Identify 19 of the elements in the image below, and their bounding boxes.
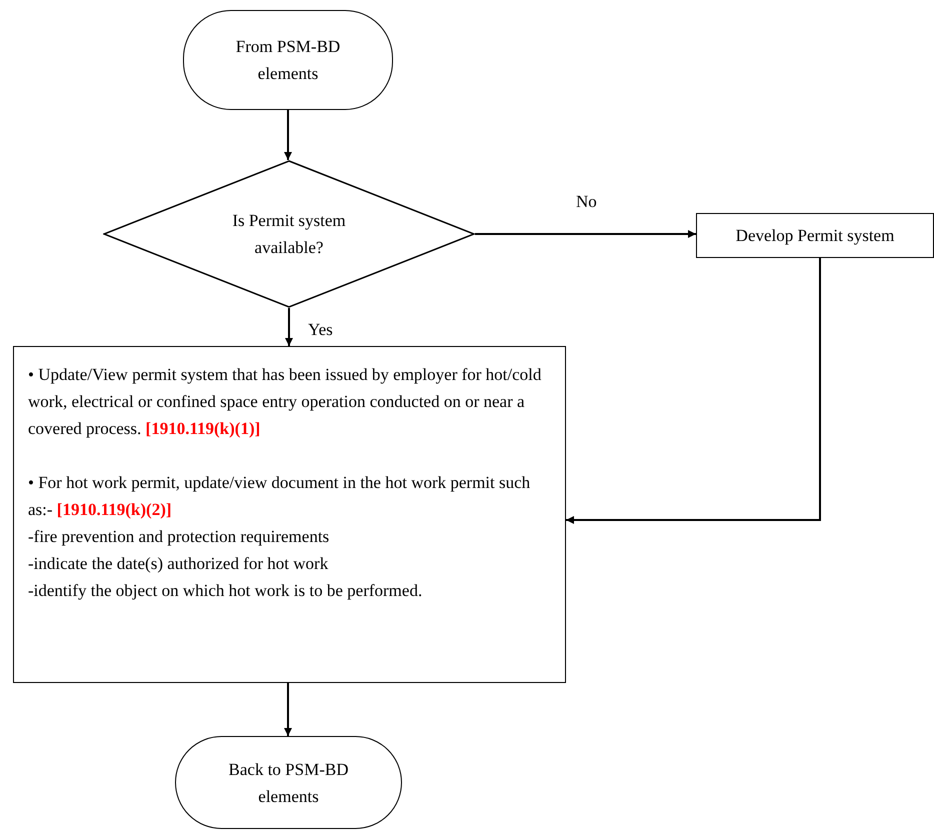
process-box (696, 213, 934, 258)
process-box (13, 346, 566, 683)
node-text: From PSM-BD elements (234, 36, 342, 85)
decision-diamond (103, 160, 475, 308)
arrow (475, 230, 696, 238)
node-text: • For hot work permit, update/view document in the hot work permit such as:- [1910.119(k)(2)] (28, 472, 532, 521)
arrow (284, 683, 292, 736)
arrow (285, 308, 293, 346)
node-text: Develop Permit system (736, 225, 894, 247)
node-text: -fire prevention and protection requirements (28, 526, 330, 548)
node-text: Back to PSM-BD elements (228, 758, 350, 808)
arrow (284, 110, 292, 160)
node-text: -identify the object on which hot work is to be performed. (28, 580, 422, 602)
terminal-shape (175, 736, 402, 829)
node-text: • Update/View permit system that has been issued by employer for hot/cold work, electrical or confined space entry operation conducted on or near a covered process. [1910.119(k)(1)] (28, 364, 542, 440)
node-text: -indicate the date(s) authorized for hot work (28, 553, 328, 575)
arrow (566, 258, 821, 524)
terminal-shape (183, 10, 393, 110)
node-text: Is Permit system available? (231, 210, 347, 259)
